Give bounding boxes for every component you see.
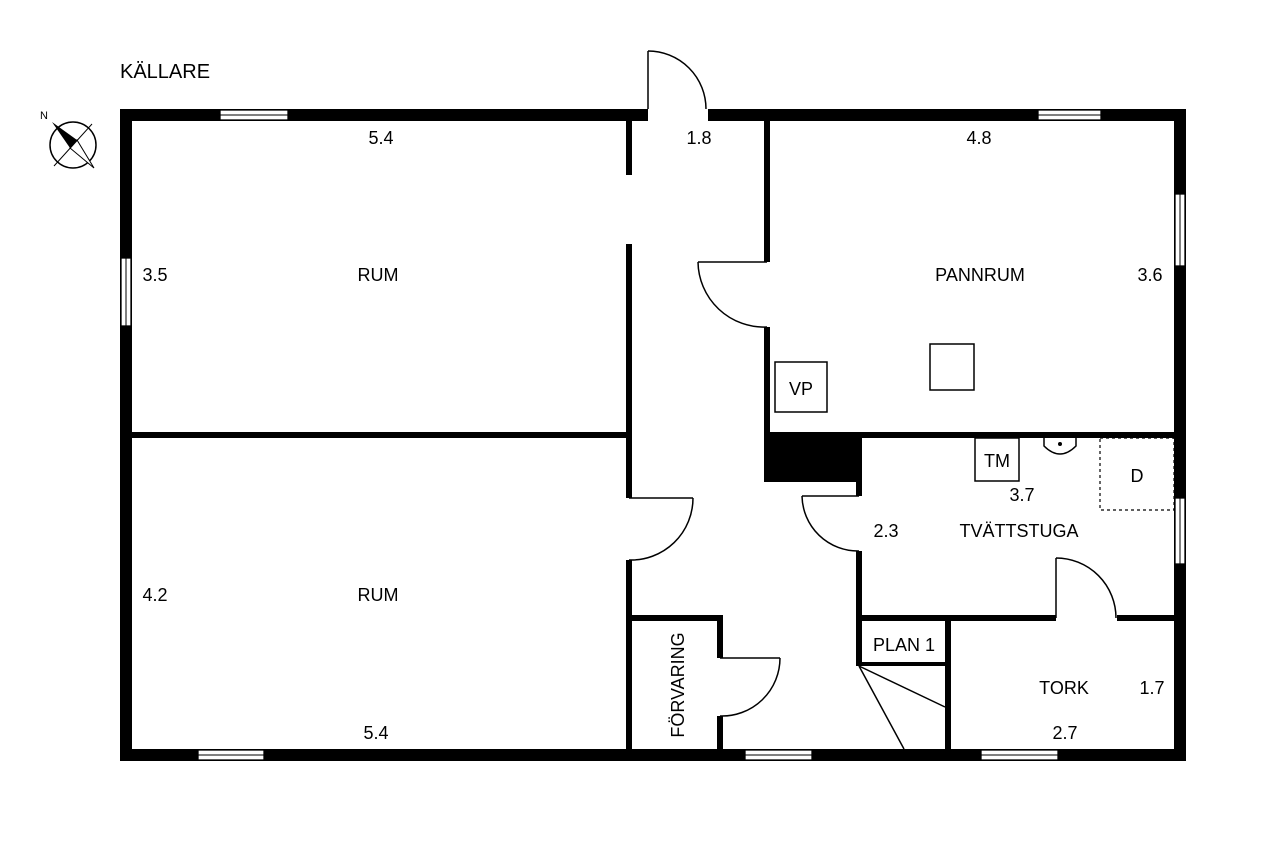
tork-width: 2.7	[1052, 723, 1077, 743]
boiler-unit	[929, 343, 975, 391]
compass-north-label: N	[40, 110, 48, 122]
rum-bottom-width: 5.4	[363, 723, 388, 743]
rum-bottom-depth: 4.2	[142, 585, 167, 605]
fixtures: VP TM D	[774, 343, 1175, 511]
heat-pump-unit	[774, 361, 828, 413]
shower-area	[1099, 437, 1175, 511]
rum-top-name: RUM	[358, 265, 399, 285]
forvaring-name: FÖRVARING	[668, 632, 688, 737]
tork-name: TORK	[1039, 678, 1089, 698]
rum-bottom-name: RUM	[358, 585, 399, 605]
tvattstuga-depth: 2.3	[873, 521, 898, 541]
plan-title: KÄLLARE	[120, 61, 210, 83]
hall-width: 1.8	[686, 128, 711, 148]
doors	[628, 50, 1117, 717]
tork-depth: 1.7	[1139, 678, 1164, 698]
shower-label: D	[1131, 466, 1144, 486]
washing-machine-unit	[974, 437, 1020, 482]
pannrum-width: 4.8	[966, 128, 991, 148]
compass-icon: N	[40, 110, 97, 169]
pannrum-depth: 3.6	[1137, 265, 1162, 285]
pannrum-name: PANNRUM	[935, 265, 1025, 285]
tvattstuga-width: 3.7	[1009, 485, 1034, 505]
sink-icon	[1043, 438, 1077, 455]
interior-walls	[132, 121, 1174, 749]
stair-label: PLAN 1	[873, 635, 935, 655]
rum-top-depth: 3.5	[142, 265, 167, 285]
room-labels: 5.4 3.5 RUM 4.2 RUM 5.4 1.8 4.8 PANNRUM …	[142, 128, 1164, 743]
tvattstuga-name: TVÄTTSTUGA	[959, 521, 1078, 541]
rum-top-width: 5.4	[368, 128, 393, 148]
stairs	[858, 665, 946, 750]
washing-machine-label: TM	[984, 451, 1010, 471]
windows	[120, 109, 1186, 761]
heat-pump-label: VP	[789, 379, 813, 399]
